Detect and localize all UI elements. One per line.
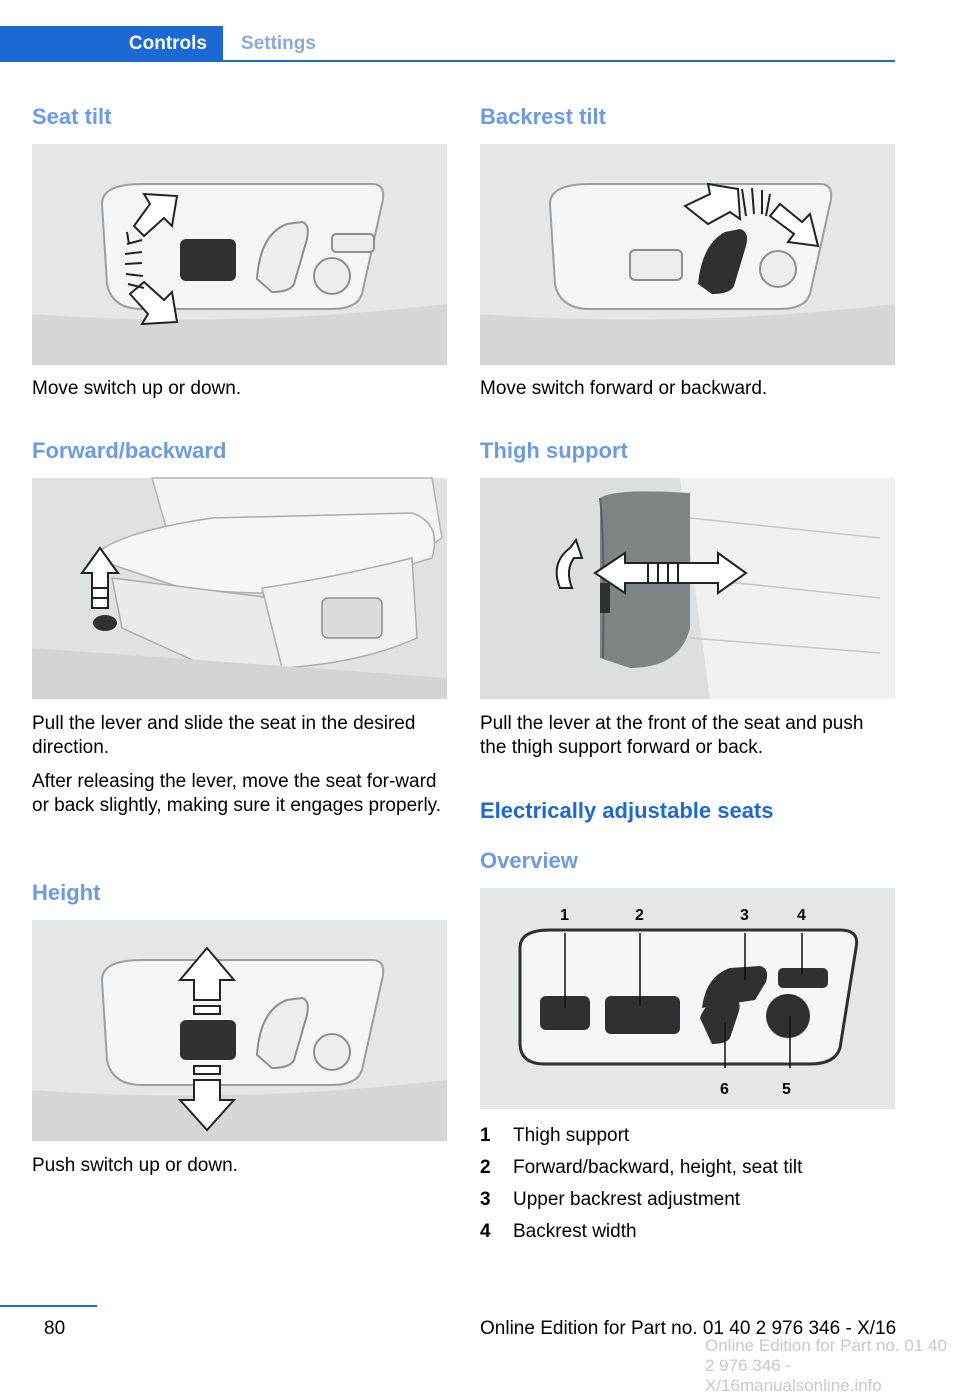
height-heading: Height [32, 880, 101, 905]
list-item-label: Upper backrest adjustment [513, 1189, 741, 1210]
header-tabs: Controls Settings [0, 26, 895, 62]
forward-backward-caption-2: After releasing the lever, move the seat… [32, 771, 442, 816]
list-item-label: Backrest width [513, 1221, 637, 1242]
backrest-tilt-illustration [480, 144, 895, 365]
overview-figure: 1 2 3 4 5 6 [480, 888, 895, 1109]
list-item-number: 1 [480, 1125, 491, 1146]
callout-3: 3 [740, 907, 749, 924]
callout-1: 1 [560, 907, 569, 924]
callout-6: 6 [720, 1081, 729, 1098]
list-item-label: Forward/backward, height, seat tilt [513, 1157, 803, 1178]
overview-illustration: 1 2 3 4 5 6 [480, 888, 895, 1109]
seat-tilt-illustration [32, 144, 447, 365]
thigh-support-illustration [480, 478, 895, 699]
callout-4: 4 [797, 907, 806, 924]
list-item: 3 Upper backrest adjustment [480, 1184, 895, 1216]
seat-tilt-caption: Move switch up or down. [32, 378, 242, 399]
list-item-label: Thigh support [513, 1125, 630, 1146]
callout-5: 5 [782, 1081, 791, 1098]
list-item-number: 3 [480, 1189, 491, 1210]
overview-heading: Overview [480, 848, 578, 873]
forward-backward-illustration [32, 477, 447, 699]
forward-backward-figure [32, 477, 447, 699]
list-item: 4 Backrest width [480, 1216, 895, 1248]
height-illustration [32, 920, 447, 1141]
forward-backward-caption-1: Pull the lever and slide the seat in the… [32, 713, 416, 758]
list-item-number: 4 [480, 1221, 491, 1242]
callout-2: 2 [635, 907, 644, 924]
backrest-tilt-caption: Move switch forward or backward. [480, 378, 768, 399]
footer-divider [0, 1305, 97, 1307]
backrest-tilt-heading: Backrest tilt [480, 104, 606, 129]
seat-tilt-heading: Seat tilt [32, 104, 112, 129]
edition-text: Online Edition for Part no. 01 40 2 976 … [480, 1318, 897, 1339]
list-item: 2 Forward/backward, height, seat tilt [480, 1152, 895, 1184]
seat-tilt-figure [32, 144, 447, 365]
thigh-support-heading: Thigh support [480, 438, 628, 463]
tab-settings[interactable]: Settings [241, 33, 316, 54]
list-item: 1 Thigh support [480, 1120, 895, 1152]
thigh-support-caption: Pull the lever at the front of the seat … [480, 713, 864, 758]
tab-controls[interactable]: Controls [0, 26, 223, 62]
watermark: Online Edition for Part no. 01 40 2 976 … [705, 1336, 947, 1395]
header-divider [0, 60, 895, 62]
thigh-support-figure [480, 478, 895, 699]
height-figure [32, 920, 447, 1141]
list-item-number: 2 [480, 1157, 491, 1178]
page-number: 80 [44, 1318, 66, 1339]
backrest-tilt-figure [480, 144, 895, 365]
electric-seats-title: Electrically adjustable seats [480, 798, 774, 823]
overview-list: 1 Thigh support 2 Forward/backward, heig… [480, 1120, 895, 1248]
forward-backward-heading: Forward/backward [32, 438, 227, 463]
height-caption: Push switch up or down. [32, 1155, 238, 1176]
